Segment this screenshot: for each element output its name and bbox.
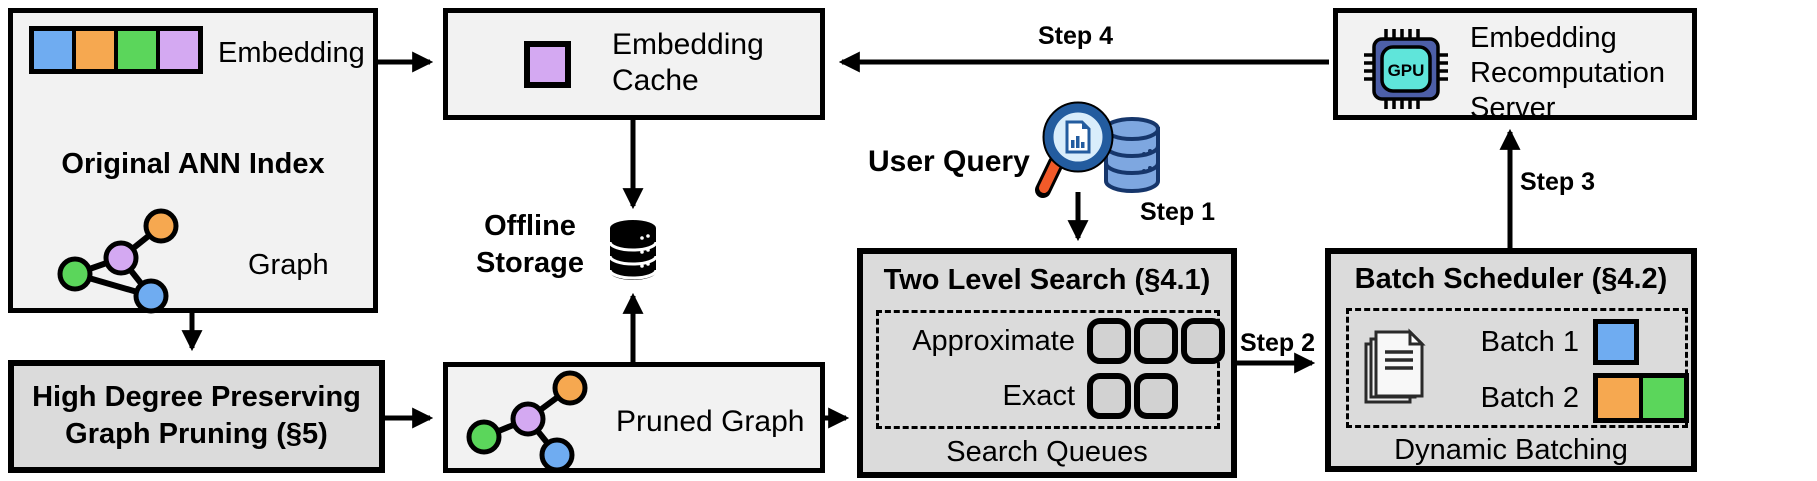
exact-queue-slots (1087, 373, 1178, 419)
embedding-recomputation-server-box: GPU Embedding Recomputation Server (1333, 8, 1697, 124)
batch-scheduler-title: Batch Scheduler (§4.2) (1354, 263, 1668, 295)
step-4-label: Step 4 (1038, 22, 1114, 50)
batch1-label: Batch 1 (1480, 325, 1579, 358)
graph-label: Graph (248, 249, 329, 281)
exact-label: Exact (1002, 379, 1075, 412)
two-level-search-title: Two Level Search (§4.1) (883, 264, 1211, 296)
ann-graph-icon (57, 208, 179, 314)
cached-embedding-square-icon (524, 41, 571, 88)
search-queues-dashed-box: Approximate Exact (876, 310, 1225, 429)
offline-storage-label-line1: Offline (484, 210, 576, 242)
search-queues-label: Search Queues (946, 436, 1148, 468)
approximate-queue-slots (1087, 318, 1225, 364)
queue-slot (1087, 318, 1131, 364)
embedding-cell-green (114, 31, 156, 69)
queue-slot (1134, 373, 1178, 419)
approximate-label: Approximate (912, 324, 1075, 357)
high-degree-pruning-line1: High Degree Preserving (32, 381, 361, 413)
embedding-label: Embedding (218, 37, 365, 69)
pruned-graph-box: Pruned Graph (443, 362, 825, 473)
dynamic-batching-dashed-box: Batch 1 Batch 2 (1346, 308, 1689, 428)
batch2-square-orange (1598, 378, 1639, 418)
offline-storage-label-line2: Storage (476, 247, 584, 279)
gpu-chip-icon: GPU (1364, 29, 1448, 109)
original-ann-index-box: Embedding Original ANN Index Graph (8, 8, 378, 314)
batch2-square-green (1639, 378, 1684, 418)
batch2-embedding-squares (1593, 373, 1689, 423)
pruned-graph-label: Pruned Graph (616, 405, 805, 438)
embedding-cache-label: Embedding Cache (612, 28, 764, 97)
step-3-label: Step 3 (1520, 168, 1596, 196)
embedding-cache-box: Embedding Cache (443, 8, 825, 120)
embedding-cell-orange (72, 31, 114, 69)
user-query-search-database-icon (1035, 101, 1160, 198)
gpu-text: GPU (1388, 61, 1425, 80)
batch1-embedding-square (1593, 319, 1639, 365)
user-query-label: User Query (868, 145, 1030, 178)
embedding-cell-purple (156, 31, 198, 69)
embedding-vector-icon (29, 26, 203, 74)
batch-scheduler-box: Batch Scheduler (§4.2) Batch 1 Batch 2 (1325, 248, 1697, 472)
queue-slot (1181, 318, 1225, 364)
step-2-label: Step 2 (1240, 329, 1316, 357)
dynamic-batching-label: Dynamic Batching (1394, 434, 1628, 466)
step-1-label: Step 1 (1140, 198, 1216, 226)
queue-slot (1134, 318, 1178, 364)
high-degree-pruning-box: High Degree Preserving Graph Pruning (§5… (8, 360, 385, 473)
embedding-cell-blue (34, 31, 72, 69)
two-level-search-box: Two Level Search (§4.1) Approximate Exac… (857, 248, 1237, 478)
pruned-graph-icon (466, 370, 588, 473)
high-degree-pruning-line2: Graph Pruning (§5) (65, 418, 328, 450)
query-document-glyph (1065, 120, 1091, 154)
embedding-recomputation-server-label: Embedding Recomputation Server (1470, 22, 1666, 124)
documents-icon (1364, 328, 1426, 404)
batch2-label: Batch 2 (1480, 381, 1579, 414)
queue-slot (1087, 373, 1131, 419)
original-ann-index-title: Original ANN Index (61, 148, 325, 180)
offline-storage-database-icon (608, 220, 658, 280)
